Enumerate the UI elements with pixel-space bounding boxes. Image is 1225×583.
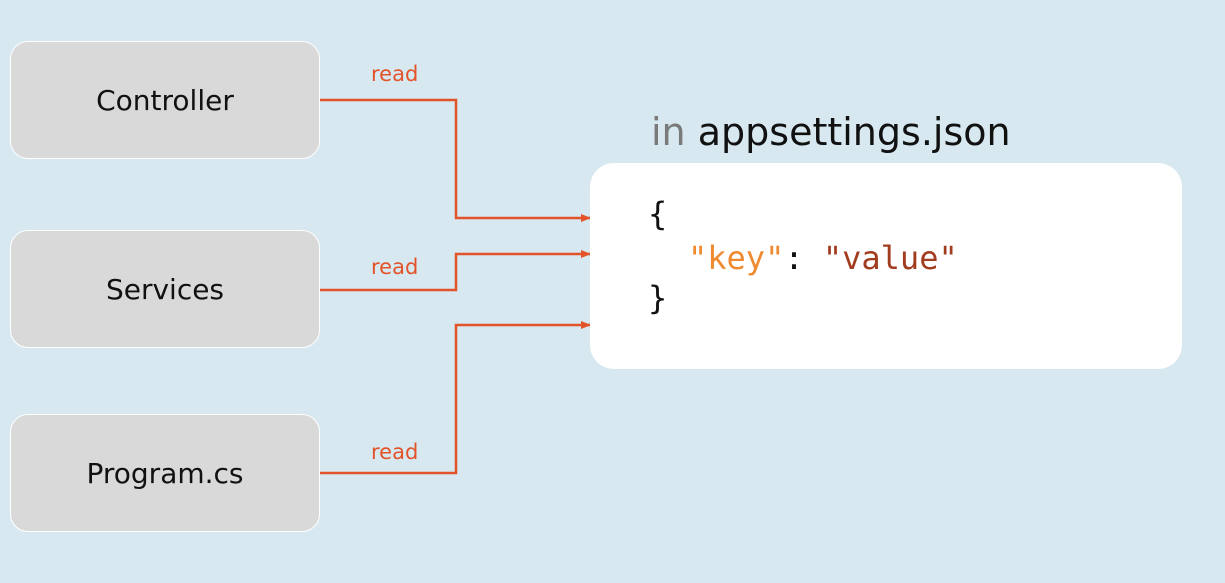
code-key: "key" bbox=[688, 239, 785, 277]
code-key-value-line: "key": "value" bbox=[688, 239, 958, 277]
arrow-controller-to-appsettings bbox=[320, 98, 591, 222]
code-separator: : bbox=[784, 239, 823, 277]
code-value: "value" bbox=[822, 239, 958, 277]
controller-box: Controller bbox=[10, 41, 320, 159]
program-cs-box: Program.cs bbox=[10, 414, 320, 532]
program-cs-label: Program.cs bbox=[86, 456, 244, 490]
appsettings-code-card: { "key": "value" } bbox=[590, 163, 1182, 369]
read-label-services: read bbox=[371, 255, 419, 279]
appsettings-title: in appsettings.json bbox=[651, 110, 1011, 154]
code-open-brace: { bbox=[648, 195, 668, 233]
read-label-controller: read bbox=[371, 62, 419, 86]
services-box: Services bbox=[10, 230, 320, 348]
arrow-program-cs-to-appsettings bbox=[320, 321, 591, 475]
title-filename: appsettings.json bbox=[697, 110, 1011, 154]
title-prefix: in bbox=[651, 110, 686, 154]
code-close-brace: } bbox=[648, 279, 668, 317]
services-label: Services bbox=[105, 272, 225, 306]
arrow-services-to-appsettings bbox=[320, 250, 591, 292]
controller-label: Controller bbox=[96, 83, 234, 117]
read-label-program-cs: read bbox=[371, 440, 419, 464]
